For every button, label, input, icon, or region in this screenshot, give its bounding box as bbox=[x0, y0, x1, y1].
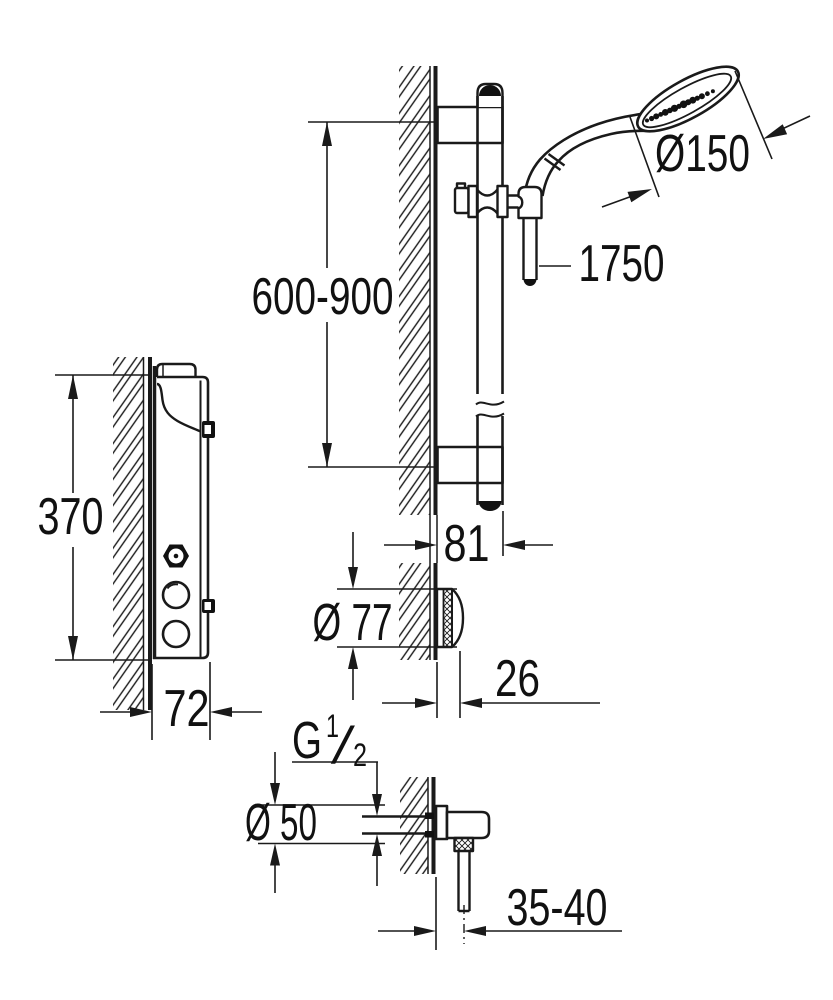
panel-clip-lower bbox=[202, 599, 215, 613]
outlet-wall-section bbox=[400, 777, 436, 874]
label-bar-offset: 81 bbox=[444, 515, 490, 573]
dimension-knob-diameter: Ø 77 bbox=[313, 532, 457, 700]
hand-shower bbox=[523, 65, 740, 197]
panel-clip-upper bbox=[202, 421, 215, 438]
panel-port-upper bbox=[161, 580, 191, 610]
label-rail-height: 600-900 bbox=[252, 268, 394, 326]
rail-break-line bbox=[475, 412, 505, 418]
label-knob-depth: 26 bbox=[495, 650, 540, 708]
wall-hatching bbox=[113, 357, 144, 710]
label-hose-length: 1750 bbox=[579, 235, 665, 293]
wall-hatching bbox=[400, 777, 428, 874]
label-thread-denominator: 2 bbox=[353, 737, 367, 773]
flow-knob-side-view bbox=[435, 587, 465, 649]
label-panel-depth: 72 bbox=[164, 680, 210, 738]
dimension-knob-depth: 26 bbox=[382, 650, 600, 718]
outlet-elbow-body bbox=[445, 810, 491, 840]
supply-thread-stub bbox=[362, 815, 436, 835]
shower-head-face-rim bbox=[641, 72, 733, 129]
label-thread-g: G bbox=[292, 712, 322, 770]
rail-top-cap-dome bbox=[479, 85, 501, 96]
label-panel-height: 370 bbox=[38, 488, 104, 546]
dimension-outlet-offset: 35-40 bbox=[378, 877, 622, 950]
slider-waist bbox=[476, 206, 499, 215]
rail-bottom-cap bbox=[478, 501, 502, 512]
concealed-panel-side-view bbox=[152, 362, 215, 660]
panel-wall-section bbox=[113, 357, 152, 710]
slider-release-button bbox=[453, 186, 470, 215]
outlet-escutcheon bbox=[434, 804, 449, 841]
panel-hex-connector bbox=[163, 544, 189, 568]
slider-right-plate bbox=[496, 184, 509, 219]
panel-mounting-hook bbox=[155, 362, 197, 377]
dimension-rail-height: 600-900 bbox=[252, 121, 437, 468]
knob-wall-section bbox=[399, 515, 438, 660]
rail-break-line bbox=[475, 400, 505, 406]
rail-bottom-bracket bbox=[436, 445, 504, 485]
slider-clamp-plate bbox=[467, 184, 479, 219]
hose-end-cap bbox=[523, 279, 537, 286]
hand-shower-holder bbox=[517, 185, 543, 220]
label-thread-numerator: 1 bbox=[326, 708, 339, 744]
handle-joint-ring bbox=[543, 153, 566, 171]
rail-top-bracket bbox=[436, 105, 504, 145]
wall-hatching bbox=[399, 563, 430, 660]
outlet-elbow-side-view bbox=[362, 804, 491, 944]
upper-wall-section bbox=[399, 66, 438, 515]
label-head-diameter: Ø150 bbox=[655, 125, 750, 183]
dimension-bar-offset: 81 bbox=[384, 511, 553, 573]
hand-shower-handle bbox=[523, 112, 642, 197]
outlet-hose bbox=[457, 851, 471, 913]
hose-length-callout: 1750 bbox=[539, 235, 665, 293]
shower-hose bbox=[522, 218, 538, 280]
panel-body-outline bbox=[153, 375, 210, 660]
dimension-head-diameter: Ø150 bbox=[601, 70, 811, 208]
wall-hatching bbox=[399, 66, 430, 515]
rail-slider-holder bbox=[453, 182, 543, 286]
slider-waist bbox=[476, 188, 499, 197]
knob-knurling bbox=[444, 590, 452, 646]
holder-arm bbox=[507, 194, 519, 209]
panel-port-lower bbox=[161, 619, 191, 649]
dimension-panel-depth: 72 bbox=[100, 662, 262, 740]
hand-shower-handle bbox=[541, 129, 651, 197]
dimension-outlet-diameter: Ø 50 bbox=[245, 752, 385, 893]
label-thread-slash: / bbox=[331, 717, 355, 775]
spray-nozzles bbox=[645, 89, 715, 123]
label-outlet-diameter: Ø 50 bbox=[245, 794, 317, 852]
label-knob-diameter: Ø 77 bbox=[313, 594, 393, 652]
dimension-panel-height: 370 bbox=[38, 374, 148, 661]
panel-cover-profile bbox=[156, 382, 202, 433]
shower-rail-assembly bbox=[436, 82, 506, 512]
label-outlet-offset: 35-40 bbox=[507, 879, 608, 937]
rail-tube bbox=[476, 96, 504, 505]
